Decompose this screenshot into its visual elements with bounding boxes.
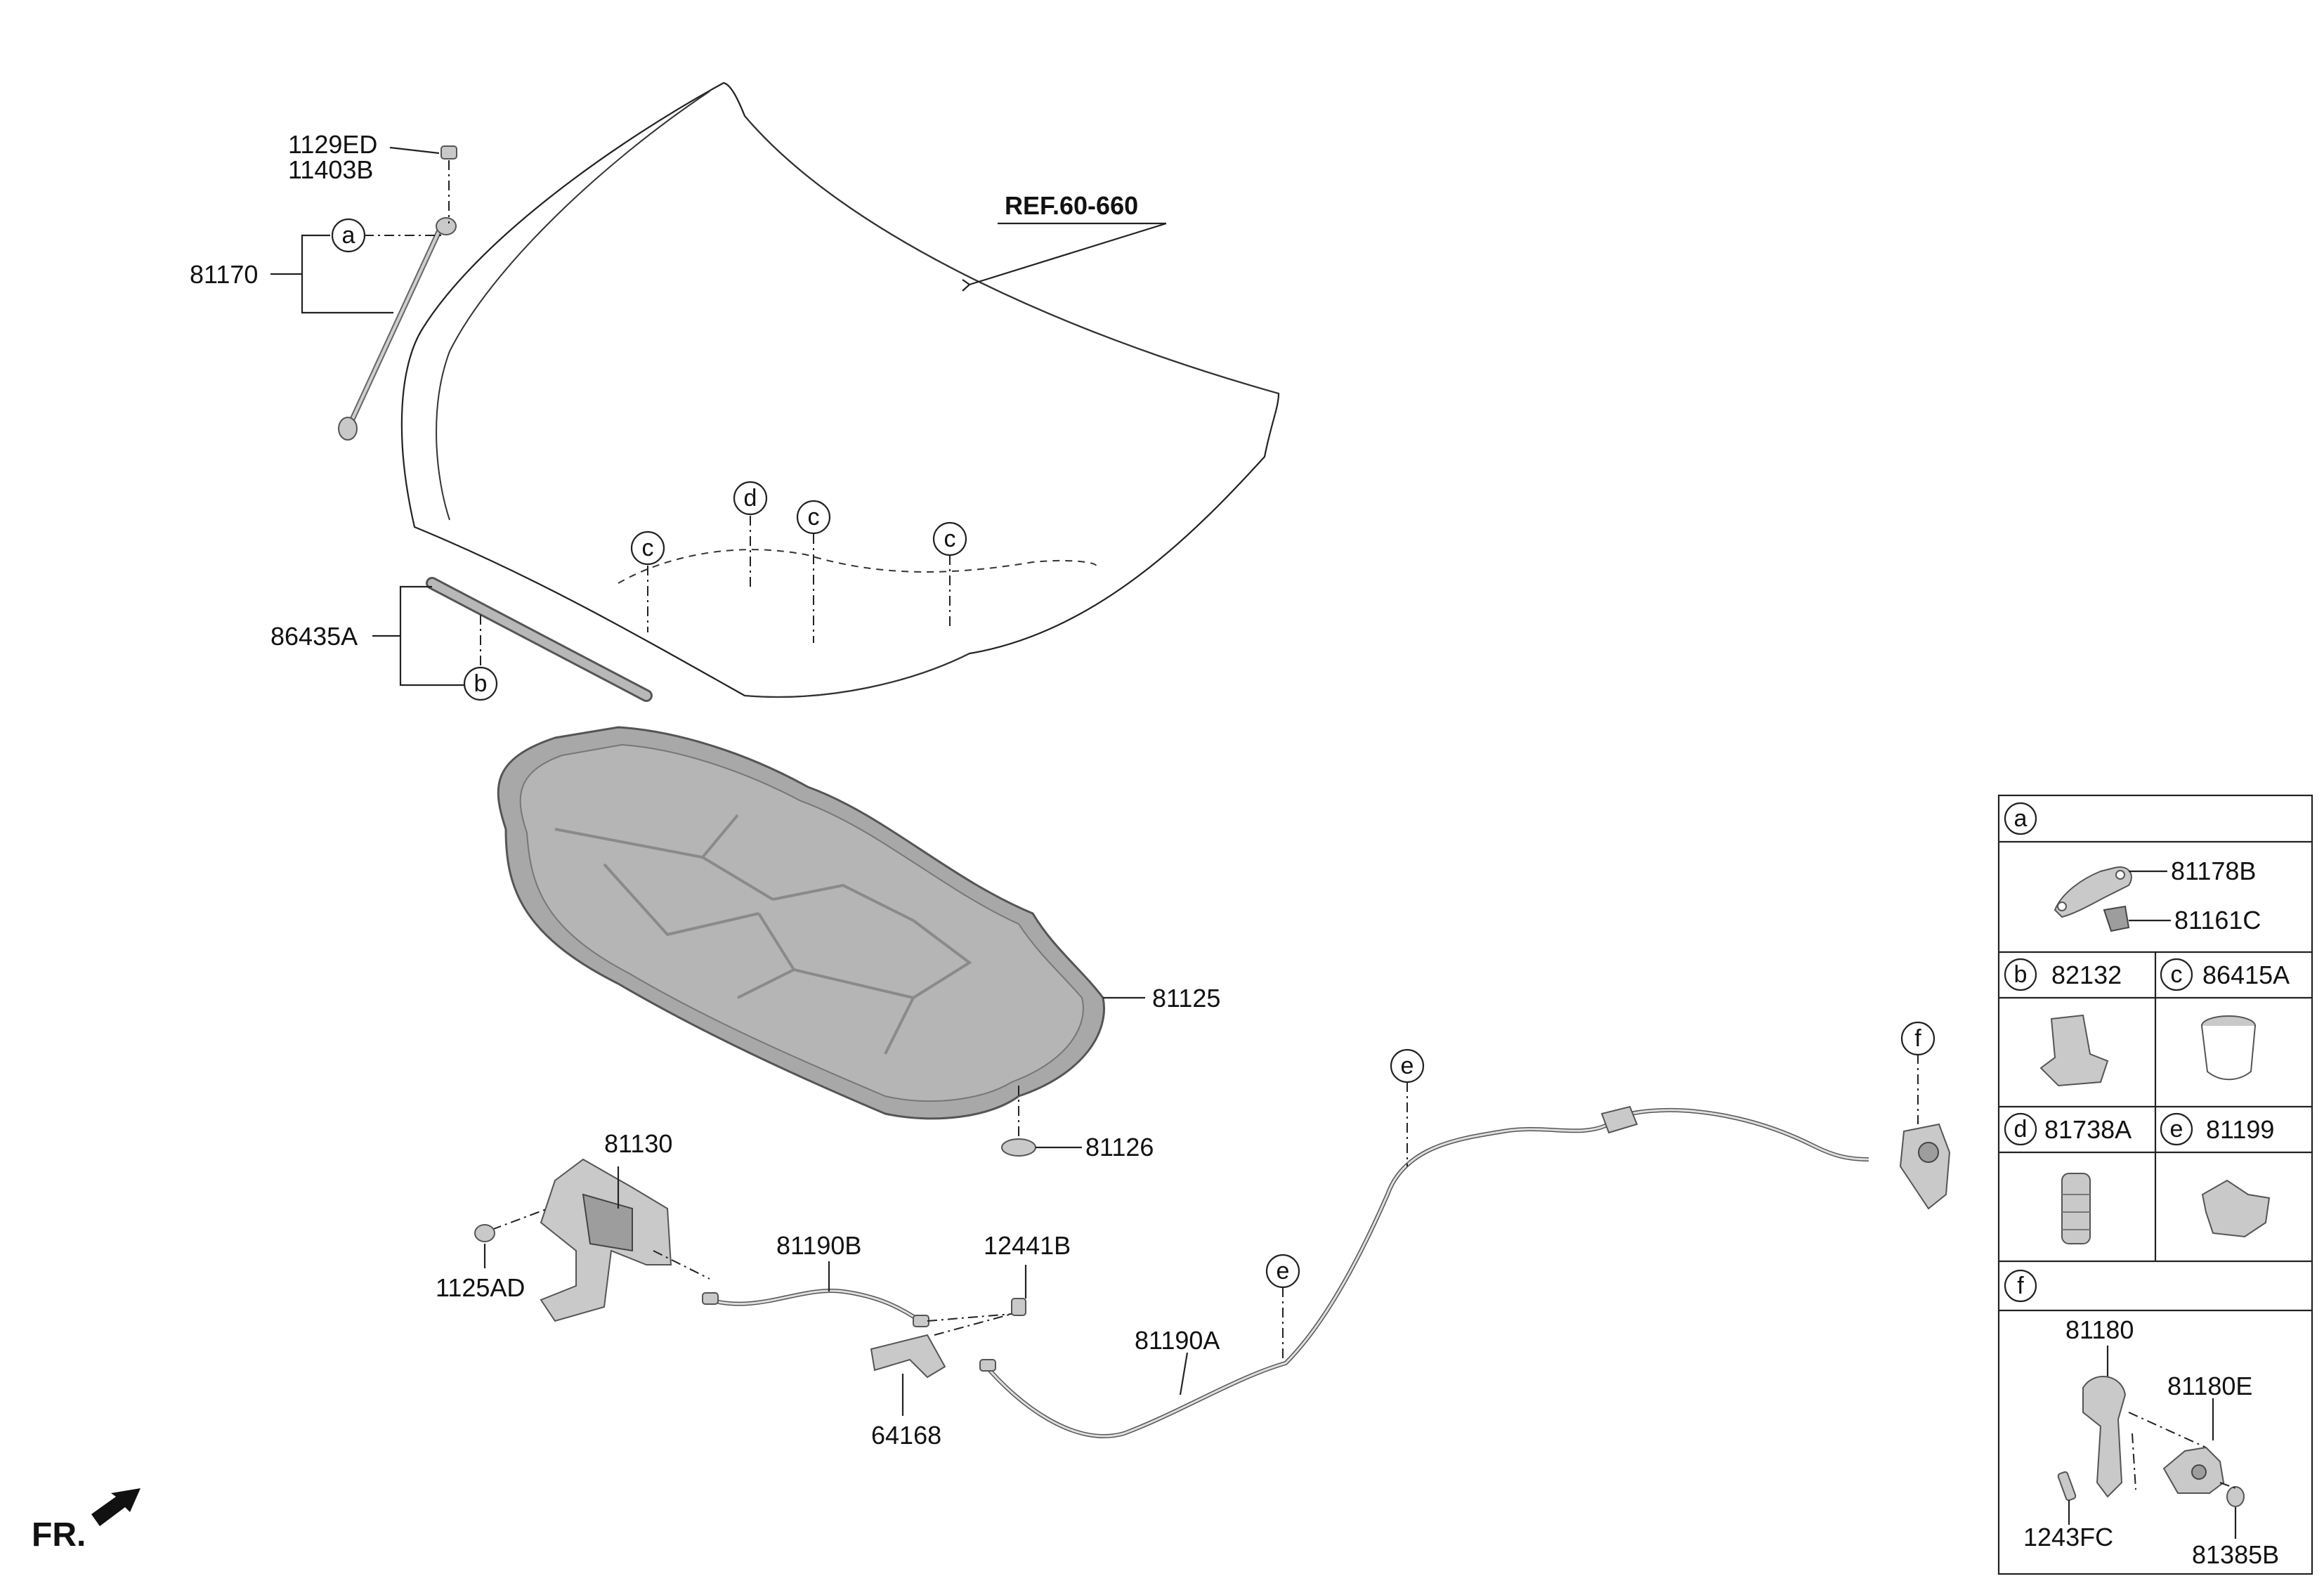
callout-c1-circle xyxy=(630,531,665,566)
bracket-64168 xyxy=(870,1313,1012,1416)
legend-a-circle xyxy=(2004,802,2037,835)
callout-f1: f xyxy=(1914,1025,1921,1052)
release-handle-assembly xyxy=(1899,1123,1951,1210)
legend-f-circle xyxy=(2004,1269,2037,1303)
hood-insulator-81125 xyxy=(497,726,1145,1138)
legend-f-icons xyxy=(2057,1346,2245,1539)
hood-mount-callouts xyxy=(647,516,951,643)
cable-81190B xyxy=(702,1261,929,1327)
legend-c-part: 86415A xyxy=(2202,961,2290,989)
hood-stay-rod xyxy=(338,217,457,441)
ref-leader xyxy=(962,222,1167,292)
callout-c2: c xyxy=(808,504,820,531)
callout-c3: c xyxy=(944,526,956,552)
callout-b-circle xyxy=(463,666,498,701)
callout-e1-circle xyxy=(1390,1048,1425,1083)
callout-e1: e xyxy=(1401,1053,1414,1079)
clip-12441B xyxy=(927,1265,1027,1322)
hood-latch-81130 xyxy=(491,1158,710,1322)
legend-a-letter: a xyxy=(2014,805,2028,832)
legend-table xyxy=(1997,794,2313,1575)
callout-b: b xyxy=(474,670,488,697)
legend-e-icon xyxy=(2201,1179,2271,1238)
leader-1129ED xyxy=(389,146,440,155)
label-81125: 81125 xyxy=(1152,984,1220,1013)
callout-f1-circle xyxy=(1900,1021,1935,1056)
legend-f-part4: 81385B xyxy=(2192,1540,2279,1569)
label-12441B: 12441B xyxy=(984,1231,1071,1260)
legend-a-parts xyxy=(2054,866,2171,932)
hood-panel xyxy=(400,82,1280,698)
label-81190A: 81190A xyxy=(1135,1326,1220,1355)
legend-f-letter: f xyxy=(2017,1273,2024,1299)
callout-c1: c xyxy=(642,535,654,561)
callout-d1-circle xyxy=(733,481,768,516)
legend-a-part1: 81178B xyxy=(2171,857,2256,885)
legend-f-part2: 81180E xyxy=(2167,1372,2252,1400)
cable-clip-callouts xyxy=(1282,1054,1919,1360)
legend-b-part: 82132 xyxy=(2051,961,2122,989)
legend-b-icon xyxy=(2039,1014,2109,1087)
clip-81126 xyxy=(1001,1138,1082,1157)
legend-e-letter: e xyxy=(2170,1116,2183,1143)
legend-d-part: 81738A xyxy=(2044,1115,2132,1144)
front-arrow-icon xyxy=(91,1488,141,1526)
legend-b-letter: b xyxy=(2014,961,2028,988)
label-81170: 81170 xyxy=(190,260,258,289)
label-1125AD: 1125AD xyxy=(436,1273,525,1302)
legend-c-letter: c xyxy=(2171,961,2183,988)
label-11403B: 11403B xyxy=(288,155,373,184)
legend-b-circle xyxy=(2004,958,2037,991)
legend-f-part3: 1243FC xyxy=(2023,1523,2113,1551)
callout-a-circle xyxy=(331,218,366,253)
label-81190B: 81190B xyxy=(776,1231,861,1260)
legend-c-circle xyxy=(2160,958,2193,991)
callout-c2-circle xyxy=(796,500,831,535)
legend-d-letter: d xyxy=(2014,1116,2028,1143)
legend-c-icon xyxy=(2201,1015,2256,1081)
bolt-1125AD xyxy=(474,1224,495,1268)
ref-label: REF.60-660 xyxy=(1005,191,1138,220)
bracket-81170 xyxy=(270,234,443,314)
label-86435A: 86435A xyxy=(270,622,358,651)
callout-c3-circle xyxy=(932,521,967,557)
callout-e2-circle xyxy=(1265,1254,1300,1289)
label-64168: 64168 xyxy=(871,1421,941,1450)
label-81130: 81130 xyxy=(604,1129,672,1158)
legend-a-part2: 81161C xyxy=(2174,906,2261,935)
label-81126: 81126 xyxy=(1085,1133,1154,1161)
callout-e2: e xyxy=(1277,1258,1290,1284)
legend-f-part1: 81180 xyxy=(2065,1315,2134,1344)
legend-e-part: 81199 xyxy=(2206,1115,2274,1144)
cable-81190A xyxy=(979,1105,1869,1438)
legend-d-circle xyxy=(2004,1112,2037,1146)
weatherstrip-86435A xyxy=(372,577,653,702)
label-1129ED: 1129ED xyxy=(288,130,377,159)
bolt-1129ED xyxy=(440,145,457,223)
callout-a: a xyxy=(342,222,355,249)
legend-d-icon xyxy=(2061,1173,2091,1244)
front-label: FR. xyxy=(32,1516,86,1554)
legend-e-circle xyxy=(2160,1112,2193,1146)
callout-d1: d xyxy=(744,485,757,512)
